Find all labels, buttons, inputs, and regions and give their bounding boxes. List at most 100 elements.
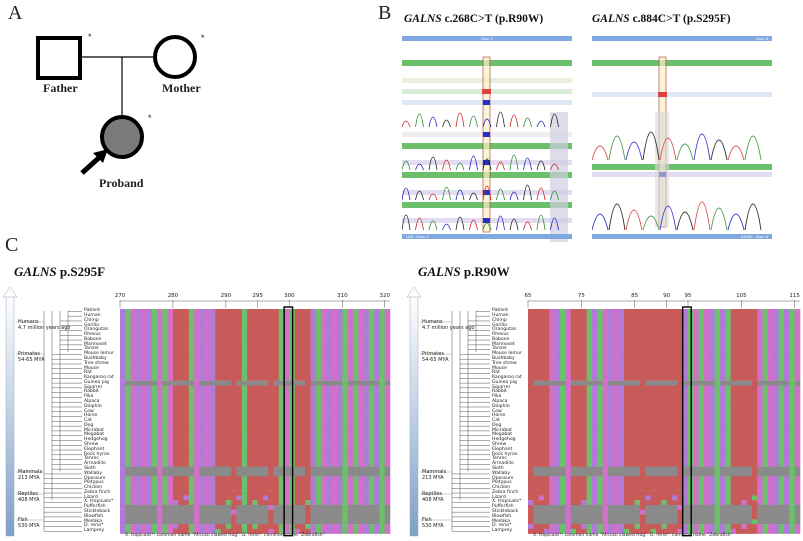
ref-bar: [592, 60, 772, 66]
trace-peak: [550, 163, 559, 171]
trace-peak: [442, 186, 451, 201]
axis-tick-label: 115: [789, 293, 800, 299]
trace-peak: [710, 207, 728, 231]
variant-base-box: [483, 218, 490, 223]
trace-peak: [496, 161, 505, 171]
species-label: Mouse lemur: [492, 351, 522, 357]
alignment-variant-right: p.R90W: [460, 264, 510, 279]
species-label: Stickleback: [84, 508, 111, 514]
axis-tick-label: 290: [221, 293, 232, 299]
species-label: Sloth: [84, 465, 96, 471]
species-label: Dolphin: [84, 403, 102, 409]
species-label: Tenrec: [84, 456, 99, 462]
trace-peak: [482, 185, 492, 201]
trace-peak: [402, 120, 411, 128]
species-label: Chicken: [492, 485, 511, 491]
species-label: Squirrel: [492, 384, 510, 390]
trace-peak: [509, 154, 519, 171]
trace-peak: [625, 141, 643, 161]
trace-peak: [402, 214, 411, 231]
clade-age: 4.7 million years ago: [18, 325, 71, 331]
trace-peak: [496, 111, 505, 128]
exon-label-bottom: LNB - Exon 3: [406, 235, 428, 239]
trace-peak: [455, 112, 465, 128]
species-label: Hedgehog: [84, 437, 108, 443]
shaded-region: [655, 112, 669, 227]
species-label: Elephant: [84, 446, 105, 452]
species-label: Marmoset: [84, 341, 107, 347]
trace-peak: [536, 160, 546, 171]
trace-peak: [642, 215, 660, 231]
species-label: Alpaca: [492, 399, 508, 405]
trace-peak: [415, 217, 424, 231]
axis-tick-label: 65: [525, 293, 532, 299]
mother-marker: *: [201, 33, 205, 43]
species-label: Bushbaby: [492, 356, 515, 361]
trace-peak: [428, 116, 438, 128]
trace-peak: [428, 193, 438, 201]
trace-peak: [442, 119, 451, 128]
species-label: Dog: [84, 422, 94, 428]
exon-label-bottom: GALNS - Exon 8: [741, 235, 768, 239]
species-label: Shrew: [84, 442, 99, 448]
species-label: Opossum: [84, 475, 106, 481]
axis-tick-label: 105: [736, 293, 747, 299]
trace-peak: [428, 220, 438, 231]
trace-peak: [592, 145, 609, 161]
clade-name: Mammals: [422, 469, 447, 475]
clade-age: 4.7 million years ago: [422, 325, 475, 331]
trace-peak: [659, 137, 677, 161]
axis-tick-label: 320: [379, 293, 390, 299]
species-label: Mouse: [492, 365, 507, 371]
species-label: Tarsier: [492, 346, 508, 352]
species-label: Cat: [84, 418, 92, 424]
trace-peak: [442, 159, 451, 171]
species-label: Pufferfish: [492, 504, 514, 510]
species-label: Rat: [84, 370, 92, 376]
trace-peak: [455, 162, 465, 171]
species-label: Rat: [492, 370, 500, 376]
trace-peak: [536, 187, 546, 201]
species-label: Megabat: [84, 432, 105, 438]
proband-symbol: [100, 115, 144, 159]
alignment-footnote: X. tropicalis*: common name "African cla…: [533, 533, 733, 538]
chromatogram-gene-right: GALNS: [592, 13, 630, 25]
ref-bar: [592, 164, 772, 170]
trace-peak: [469, 192, 478, 201]
father-symbol: [36, 36, 82, 80]
trace-peak: [428, 156, 438, 171]
species-label: Guinea pig: [492, 379, 517, 385]
axis-tick-label: 300: [284, 293, 295, 299]
clade-name: Humans: [18, 319, 39, 325]
species-label: Rhesus: [84, 332, 101, 338]
trace-peak: [469, 155, 478, 171]
trace-peak: [442, 223, 451, 231]
species-label: D. rerio*: [84, 523, 104, 529]
variant-base-box: [483, 190, 490, 195]
species-label: Alpaca: [84, 399, 100, 405]
clade-name: Primates: [422, 351, 444, 357]
alignment-gene-right: GALNS: [418, 264, 461, 279]
time-arrow-head: [406, 286, 422, 298]
species-label: Mouse: [84, 365, 99, 371]
trace-peak: [469, 219, 478, 231]
species-label: Rabbit: [84, 389, 99, 395]
clade-age: 54-65 MYA: [422, 357, 449, 363]
trace-peak: [550, 113, 559, 128]
chromatogram-title-right: GALNS c.884C>T (p.S295F): [592, 13, 731, 25]
pedigree-diagram: [36, 35, 197, 175]
species-label: X. tropicalis*: [84, 499, 114, 505]
axis-tick-label: 295: [252, 293, 263, 299]
species-label: Squirrel: [84, 384, 102, 390]
species-label: Pika: [492, 394, 502, 400]
species-label: Microbat: [492, 427, 512, 433]
clade-age: 213 MYA: [18, 475, 40, 481]
species-label: Platypus: [492, 480, 512, 486]
species-label: Guinea pig: [84, 379, 109, 385]
trace-peak: [482, 118, 492, 128]
